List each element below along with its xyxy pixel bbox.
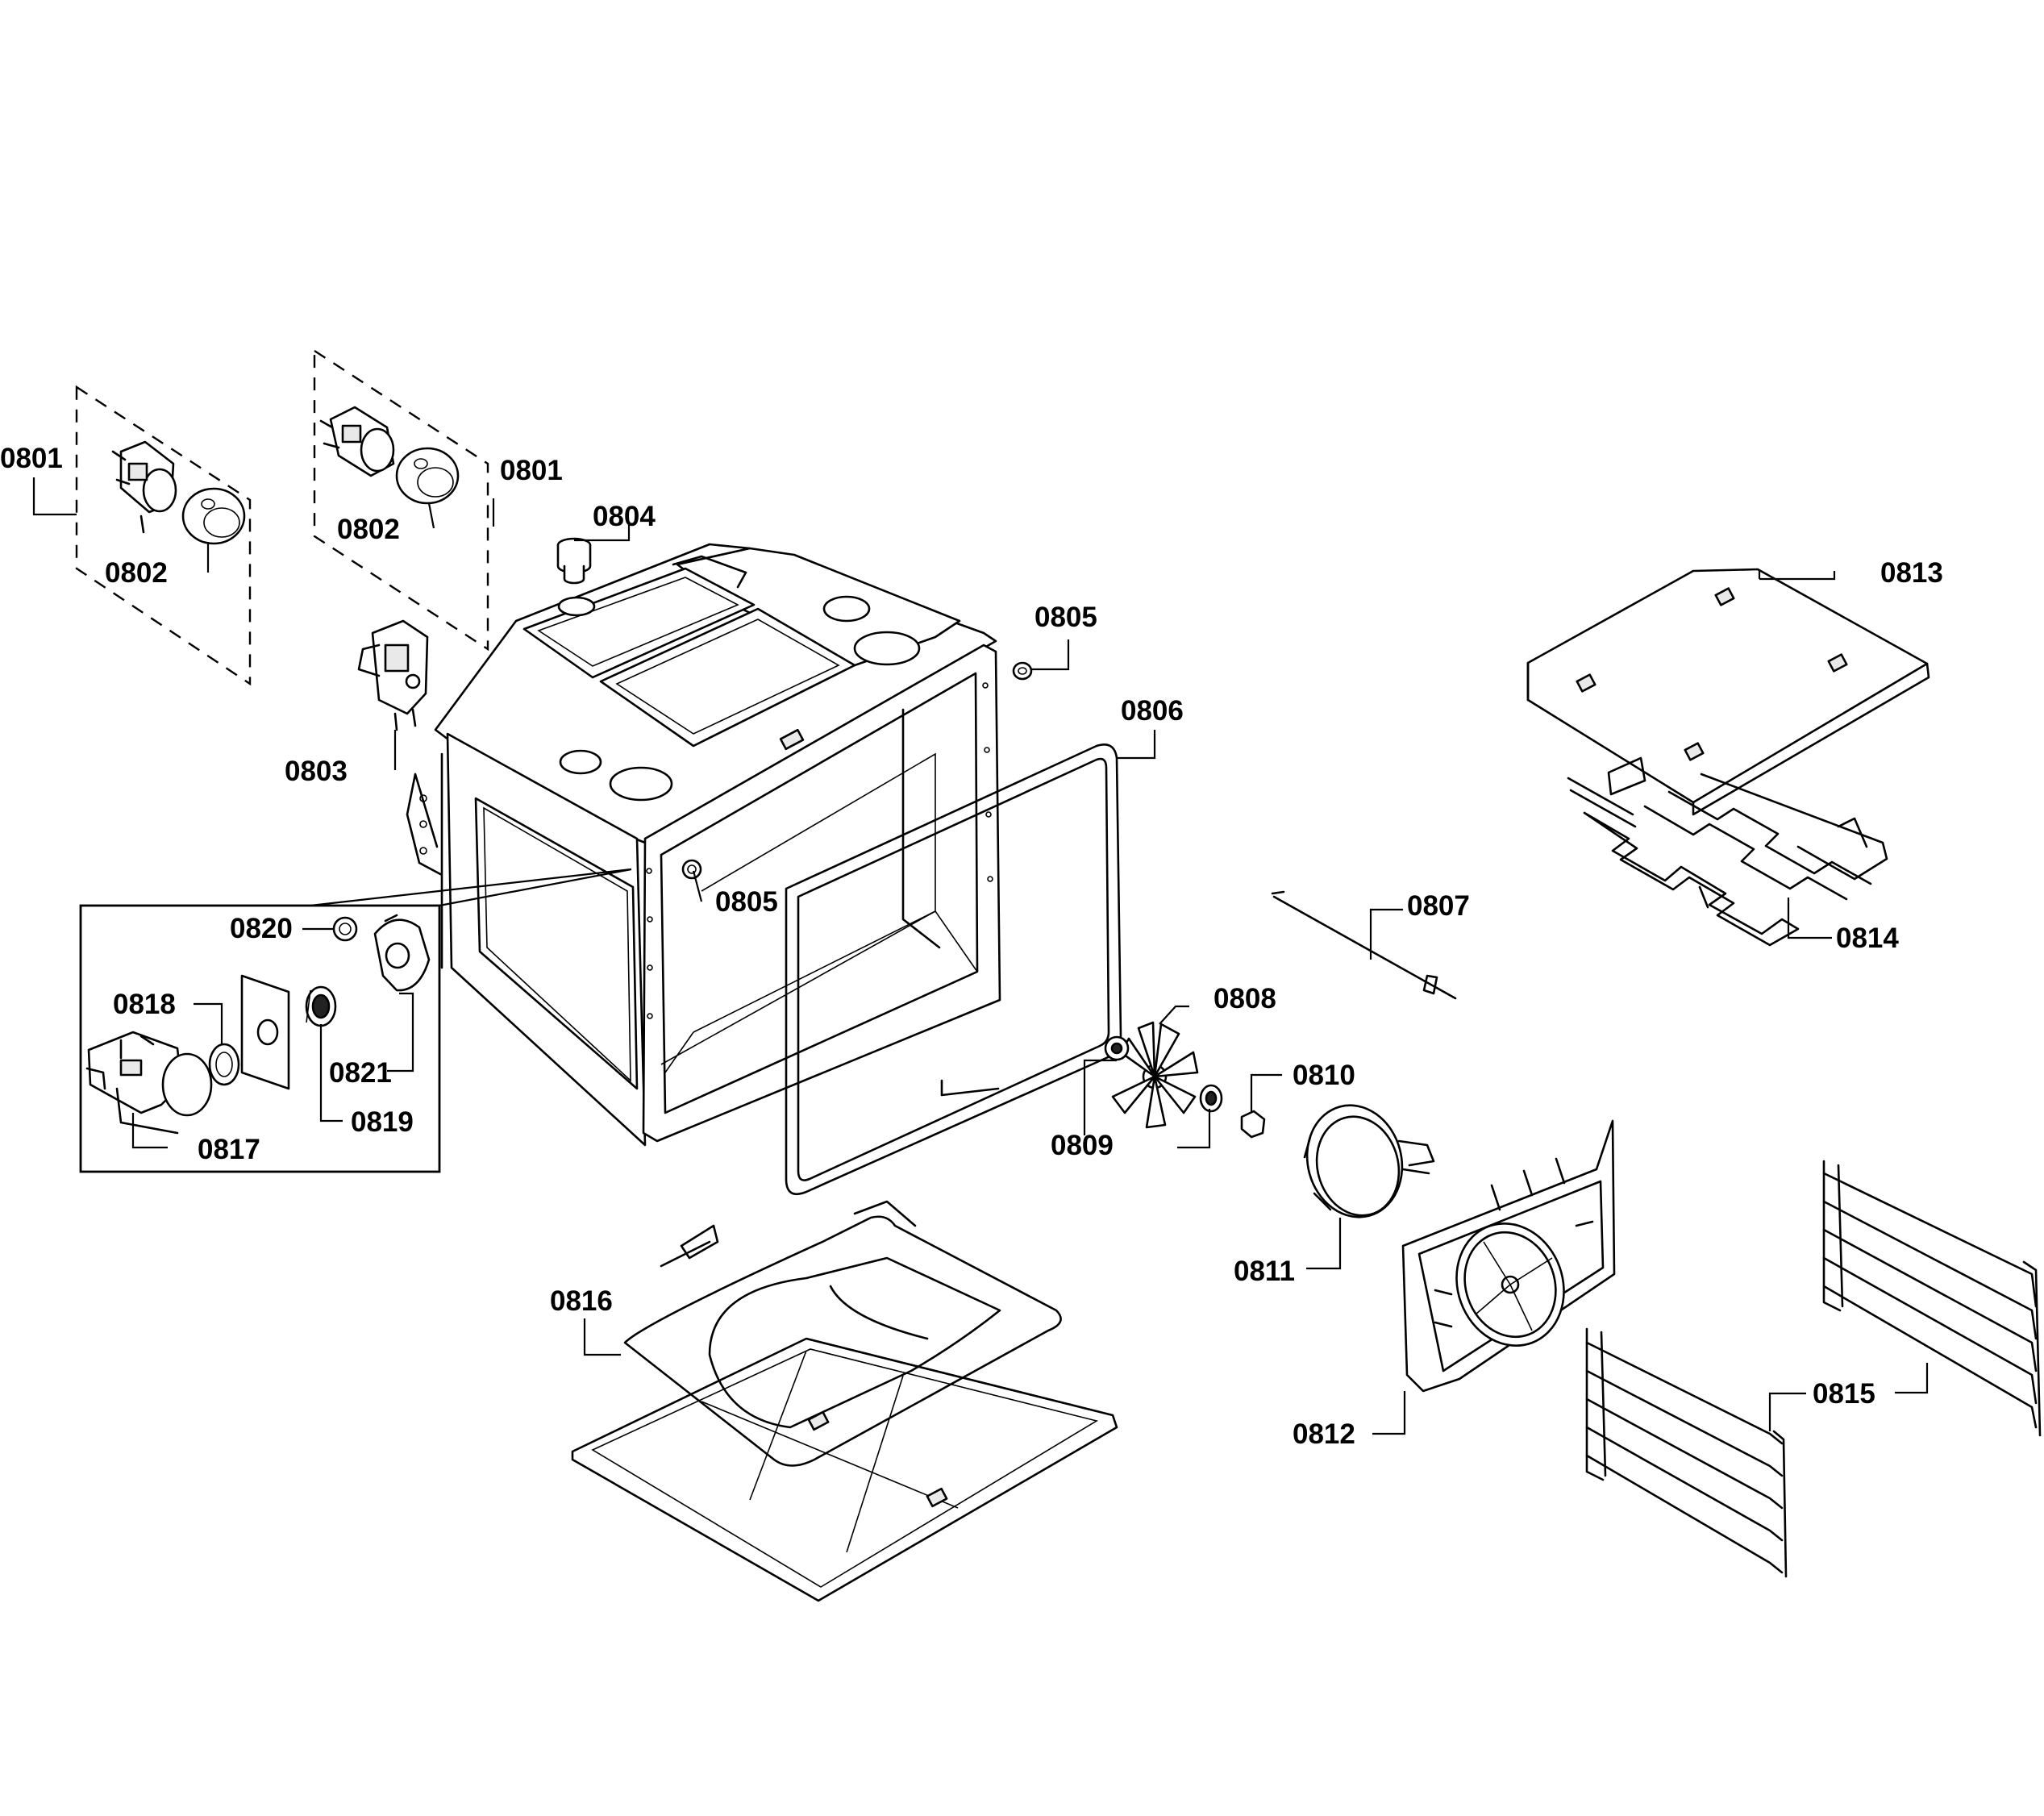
label-0806: 0806 (1121, 695, 1184, 727)
label-0809: 0809 (1051, 1130, 1114, 1161)
convection-fan-blade (1111, 1021, 1199, 1129)
rack-guide-left (1585, 1327, 1788, 1578)
label-0814: 0814 (1836, 923, 1899, 954)
label-0818: 0818 (113, 989, 176, 1020)
label-0810: 0810 (1293, 1060, 1355, 1091)
light-switch-bracket (85, 1031, 213, 1135)
oven-cavity (406, 543, 1001, 1147)
label-0803: 0803 (285, 756, 348, 787)
label-0805-front: 0805 (715, 886, 778, 918)
broil-element-shield (1526, 568, 1930, 816)
bushing-nut (305, 985, 337, 1027)
label-0817: 0817 (198, 1134, 260, 1165)
lamp-socket-left (111, 440, 177, 534)
label-0815: 0815 (1813, 1378, 1875, 1410)
bake-heating-element (571, 1200, 1118, 1602)
fan-nut (1240, 1110, 1266, 1139)
detail-inset (79, 868, 632, 1173)
label-0804: 0804 (593, 501, 656, 532)
convection-heating-element (1303, 1104, 1435, 1218)
label-0821: 0821 (329, 1057, 392, 1089)
rack-guide-right (1822, 1160, 2042, 1437)
fan-washer-rear (1199, 1084, 1223, 1113)
lamp-socket-right (319, 406, 395, 477)
screw-front (681, 859, 702, 880)
callout-labels: 0801 0801 0802 0802 0803 0804 0805 0805 … (0, 443, 1943, 1450)
broil-heating-element (1567, 756, 1888, 947)
mounting-plate (240, 974, 290, 1090)
label-0805-top: 0805 (1034, 602, 1097, 633)
label-0820: 0820 (230, 913, 293, 944)
label-0807: 0807 (1407, 890, 1470, 922)
label-0811: 0811 (1234, 1256, 1295, 1287)
label-0802-right: 0802 (337, 514, 400, 545)
spacer (332, 916, 358, 942)
label-0801-right: 0801 (500, 455, 563, 486)
temperature-probe-rod (1271, 890, 1457, 1000)
label-0812: 0812 (1293, 1418, 1355, 1450)
fan-washer-front (1104, 1035, 1130, 1061)
door-switch (357, 619, 429, 731)
screw-top (1012, 661, 1033, 681)
label-0816: 0816 (550, 1285, 613, 1317)
callout-leaders (32, 477, 1929, 1435)
convection-fan-cover (1401, 1119, 1616, 1393)
temperature-sensor-fitting (556, 537, 592, 585)
lamp-assembly-left (75, 385, 252, 686)
gasket-ring (208, 1043, 240, 1086)
label-0808: 0808 (1213, 983, 1276, 1014)
lamp-cover-left (181, 487, 246, 545)
label-0801-left: 0801 (0, 443, 63, 474)
label-0813: 0813 (1880, 557, 1943, 589)
lamp-assembly-right (313, 348, 489, 652)
label-0802-left: 0802 (105, 557, 168, 589)
lamp-reflector (373, 914, 431, 992)
lamp-cover-right (395, 447, 460, 505)
label-0819: 0819 (351, 1106, 414, 1138)
